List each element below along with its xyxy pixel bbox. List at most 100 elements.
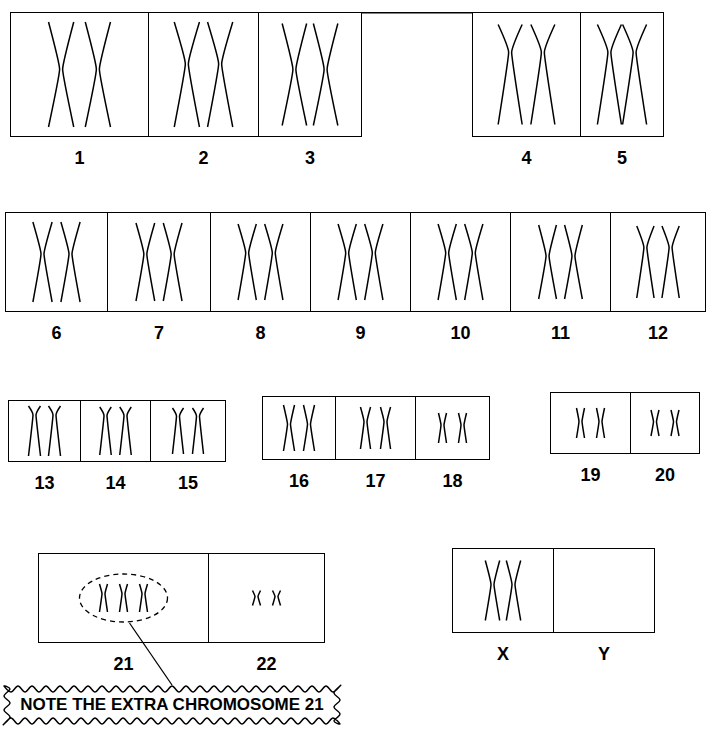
chromatid [174,223,182,301]
chromatid [72,222,80,302]
chromatid [275,224,283,300]
chromatid [303,405,307,451]
leader-line [130,623,173,685]
chromosome-number: 5 [617,148,627,169]
chromosome-number: 19 [580,465,600,486]
chromatid [597,408,600,438]
chromosome-number: 14 [105,473,125,494]
chromatid [464,413,467,443]
chromatid [515,561,521,621]
chromatid [506,561,512,621]
chromatid [313,24,324,126]
chromatid [672,226,679,298]
chromosome-group [29,406,61,456]
chromatid [657,410,660,436]
chromosome-group [100,407,132,455]
chromosome-group [136,223,182,301]
chromosome-group [637,226,679,298]
chromatid [662,226,669,298]
chromatid [85,22,96,127]
chromatid [147,223,155,301]
chromosome-number: 18 [442,471,462,492]
chromosome-box: 6 [5,212,108,312]
chromosome-box: 20 [630,392,700,454]
chromatid [575,225,582,299]
chromosome-number: 20 [655,465,675,486]
chromosome-number: Y [598,644,610,665]
chromatid [174,22,185,127]
dashed-ring [80,574,168,622]
chromatid [651,410,654,436]
chromatid [105,584,108,612]
chromosome-number: 21 [113,654,133,675]
chromosome-group [283,405,314,451]
chromosome-group [597,25,646,125]
chromatid [512,25,523,125]
chromatid [253,591,256,606]
chromatid [100,584,103,612]
chromatid [180,408,184,454]
chromatid [498,25,509,125]
chromatid [273,591,276,606]
chromatid [278,591,281,606]
chromosome-box: 10 [410,212,511,312]
note-text: NOTE THE EXTRA CHROMOSOME 21 [20,695,324,715]
chromosome-number: 1 [74,148,84,169]
chromosome-group [174,22,233,127]
chromosome-number: 17 [365,471,385,492]
chromatid [349,224,357,300]
chromatid [107,407,111,455]
chromosome-number: 11 [551,323,570,344]
chromatid [360,407,364,449]
chromosome-number: 4 [521,148,531,169]
chromatid [33,222,41,302]
chromosome-group [485,561,520,621]
chromosome-box: 8 [210,212,311,312]
chromatid [577,408,580,438]
chromatid [296,24,307,126]
chromosome-group [338,224,383,300]
chromatid [387,407,391,449]
chromatid [367,407,371,449]
chromatid [99,22,110,127]
chromatid [671,410,674,436]
chromatid [44,222,52,302]
chromatid [597,25,608,125]
chromatid [49,406,54,456]
chromosome-box: 4 [472,12,581,137]
chromatid [61,222,69,302]
chromosome-group [651,410,679,436]
chromatid [647,226,654,298]
chromatid [438,224,446,300]
chromatid [623,25,634,125]
chromatid [380,407,384,449]
chromosome-box: 2 [148,12,259,137]
chromosome-group [498,25,555,125]
chromosome-group [33,222,80,302]
chromosome-group [438,224,483,300]
chromatid [238,224,246,300]
chromosome-number: 10 [450,323,470,344]
chromatid [637,226,644,298]
chromatid [636,25,647,125]
chromosome-box: 13 [8,400,81,462]
chromatid [120,584,123,612]
chromatid [375,224,383,300]
chromosome-number: 13 [34,473,54,494]
chromatid [338,224,346,300]
chromatid [459,413,462,443]
chromosome-box: Y [553,548,655,633]
chromatid [544,25,555,125]
chromatid [249,224,257,300]
chromosome-group [100,584,148,612]
chromosome-box: X [452,548,554,633]
chromatid [485,561,491,621]
chromatid [188,22,199,127]
chromatid [200,408,204,454]
chromosome-group [577,408,605,438]
chromosome-box: 1 [10,12,149,137]
chromatid [265,224,273,300]
wavy-border [3,685,341,725]
